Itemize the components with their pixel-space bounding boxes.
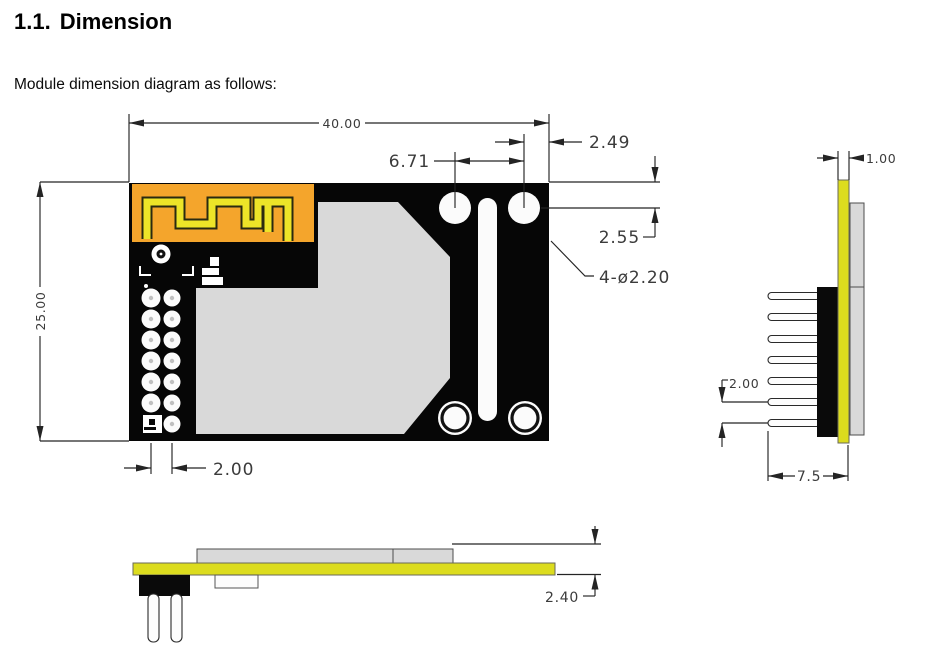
- dim-hole-offset-top-label: 2.55: [599, 228, 640, 248]
- module-front-view: [129, 183, 549, 441]
- mounting-hole-bottom-right: [508, 401, 542, 435]
- component-bracket: [139, 266, 194, 276]
- dim-pin-pitch-label: 2.00: [729, 376, 759, 391]
- bottom-shield-left: [196, 548, 394, 564]
- pin-pad-grid: [141, 288, 181, 433]
- dim-assembly-height-label: 2.40: [545, 590, 579, 606]
- side-pcb: [837, 179, 850, 444]
- dim-assembly-height: 2.40: [452, 526, 601, 606]
- dim-hole-callout: 4-ø2.20: [550, 240, 670, 288]
- section-number: 1.1.: [14, 9, 51, 34]
- bottom-pcb: [132, 562, 556, 576]
- dim-hole-offset-top: 2.55: [541, 156, 660, 248]
- side-pins: [767, 291, 821, 428]
- dim-board-height-label: 25.00: [33, 292, 48, 331]
- small-component: [144, 257, 223, 288]
- crystal-component: [151, 244, 171, 264]
- dim-hole-spacing: 6.71: [389, 134, 525, 208]
- pin1-square-pad: [143, 415, 162, 433]
- intro-text: Module dimension diagram as follows:: [14, 76, 277, 93]
- dim-hole-offset-right: 2.49: [495, 133, 630, 153]
- dim-pcb-thickness: 1.00: [817, 151, 896, 180]
- bottom-shield-right: [392, 548, 454, 564]
- side-shield: [849, 202, 865, 436]
- bottom-pin-header: [139, 575, 190, 596]
- module-bottom-view: [132, 548, 556, 643]
- dim-pin-depth-label: 7.5: [797, 469, 821, 485]
- bottom-pin-2: [170, 593, 183, 643]
- dim-pad-pitch: 2.00: [124, 443, 254, 480]
- bottom-pin-1: [147, 593, 160, 643]
- bottom-component: [214, 574, 259, 589]
- dim-pad-pitch-label: 2.00: [213, 460, 254, 480]
- side-pin-header: [817, 287, 838, 437]
- dim-pcb-thickness-label: 1.00: [866, 151, 896, 166]
- dim-pin-pitch: 2.00: [718, 376, 768, 447]
- module-side-view: [767, 179, 865, 444]
- mounting-hole-bottom-left: [438, 401, 472, 435]
- section-title: Dimension: [59, 9, 173, 34]
- dim-hole-spacing-label: 6.71: [389, 152, 430, 172]
- dim-board-height: 25.00: [33, 181, 129, 442]
- slot: [478, 198, 497, 421]
- rf-shield: [196, 202, 450, 434]
- dim-pin-depth: 7.5: [767, 431, 849, 485]
- antenna-trace: [141, 196, 294, 241]
- dim-board-width: 40.00: [128, 114, 550, 182]
- dim-board-width-label: 40.00: [323, 116, 362, 131]
- section-heading: 1.1. Dimension: [14, 9, 172, 35]
- dim-hole-callout-label: 4-ø2.20: [599, 268, 670, 288]
- dim-hole-offset-right-label: 2.49: [589, 133, 630, 153]
